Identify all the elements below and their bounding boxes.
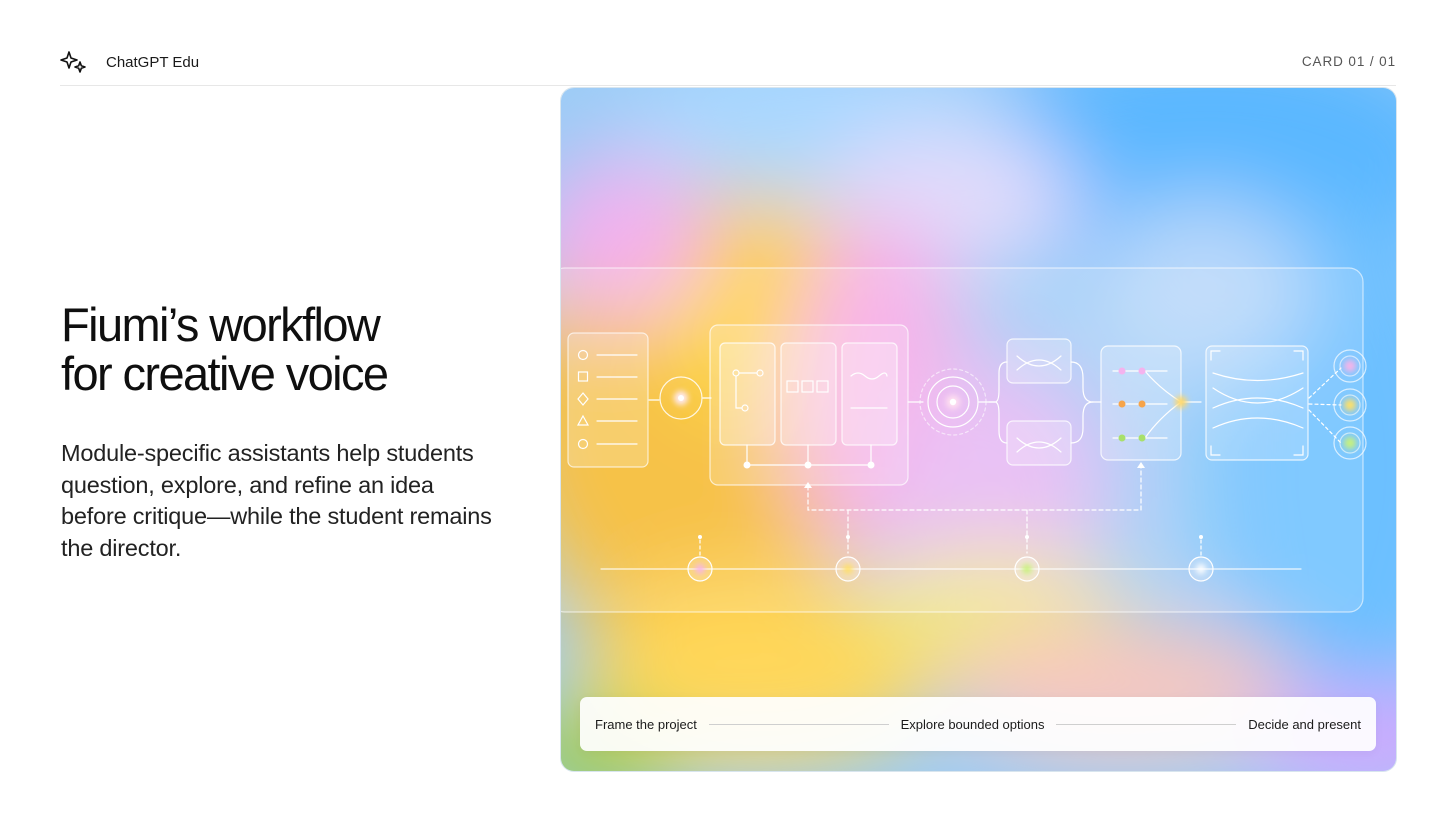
workflow-visual: Frame the project Explore bounded option… [560, 87, 1397, 772]
brand-name: ChatGPT Edu [106, 53, 200, 71]
hero-text: Fiumi’s workflow for creative voice Modu… [61, 300, 501, 564]
page-description: Module-specific assistants help students… [61, 440, 492, 561]
sparkle-icon [60, 51, 86, 73]
step-bar: Frame the project Explore bounded option… [580, 697, 1376, 751]
workflow-diagram [561, 88, 1396, 771]
title-line-2: for creative voice [61, 347, 389, 400]
step-decide-present: Decide and present [1248, 716, 1361, 732]
page-title: Fiumi’s workflow for creative voice [61, 300, 501, 398]
card-counter: CARD 01 / 01 [1301, 54, 1396, 69]
step-connector [708, 723, 889, 725]
top-bar: ChatGPT Edu CARD 01 / 01 [60, 44, 1396, 86]
step-frame-project: Frame the project [595, 716, 697, 732]
title-line-1: Fiumi’s workflow [61, 298, 381, 351]
brand: ChatGPT Edu [60, 48, 199, 76]
step-connector [1056, 723, 1237, 725]
step-explore-options: Explore bounded options [900, 716, 1045, 732]
